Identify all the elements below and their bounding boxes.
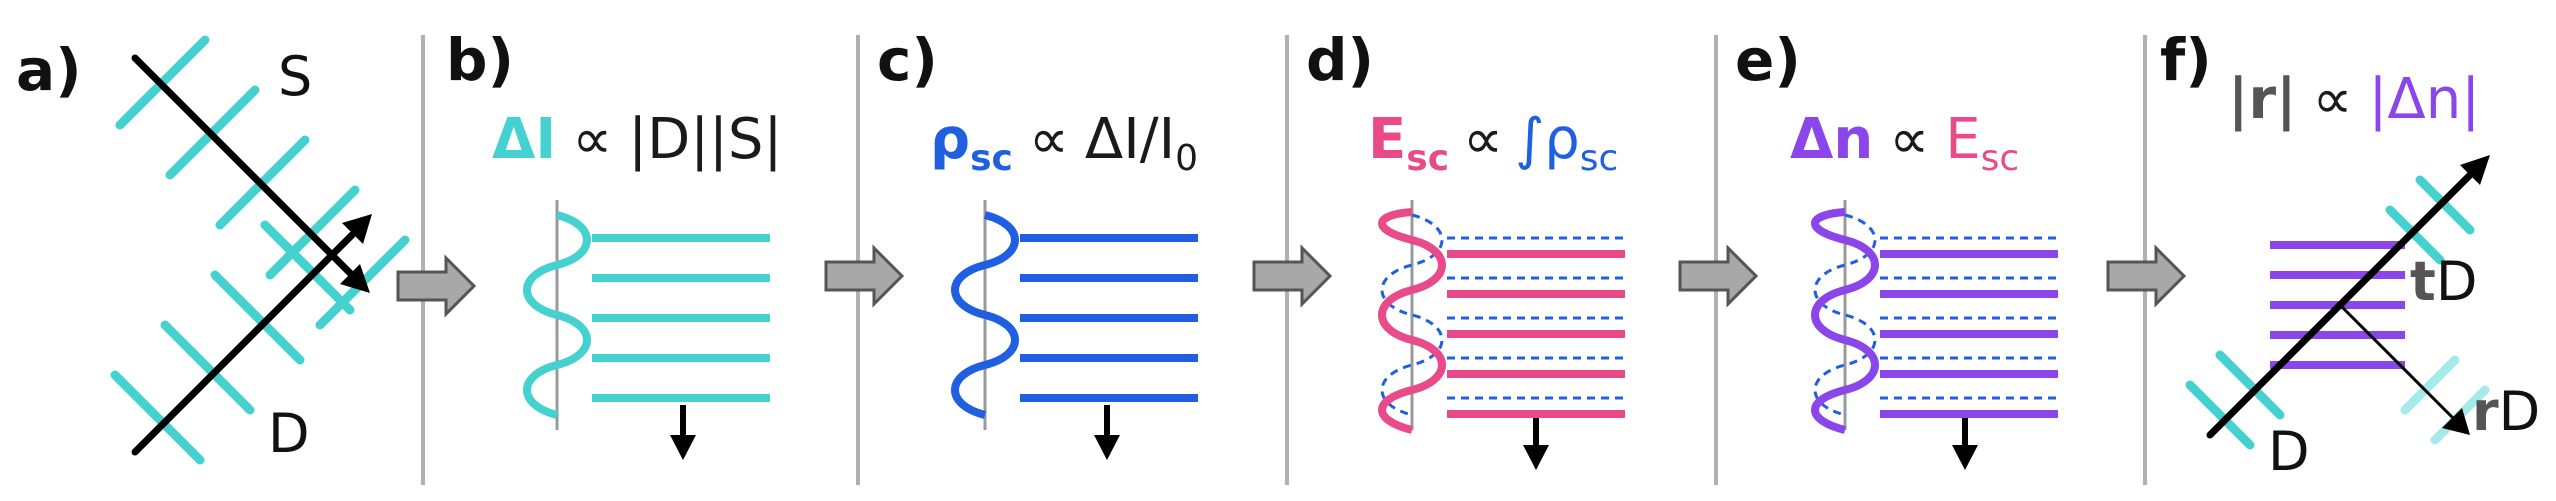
drift-arrowhead-icon <box>1952 445 1978 470</box>
beam-td-label: tD <box>2410 250 2477 313</box>
panel-d: d) Esc∝∫ρsc <box>1306 26 1625 470</box>
drift-arrowhead-icon <box>1094 435 1120 460</box>
flow-arrow-ab <box>396 254 477 318</box>
charge-fringes-dashed <box>1447 236 1625 400</box>
panel-e-equation: Δn∝Esc <box>1790 107 2019 179</box>
panel-f-equation: |r|∝|Δn| <box>2228 67 2480 132</box>
beam-d-label: D <box>2268 420 2310 483</box>
panel-c-label: c) <box>877 26 938 94</box>
charge-fringes <box>1020 234 1198 402</box>
flow-arrows <box>396 244 2187 318</box>
flow-arrow-cd <box>1252 244 1333 308</box>
panel-c: c) ρsc∝ΔI/I0 <box>877 26 1198 460</box>
beam-d-arrowhead-icon <box>342 214 372 244</box>
panel-f: f) |r|∝|Δn| <box>2160 26 2540 483</box>
field-sinusoid <box>1378 208 1446 434</box>
panel-b-label: b) <box>446 26 514 94</box>
intensity-sinusoid <box>523 211 591 419</box>
panel-b-equation: ΔI∝|D||S| <box>492 107 782 172</box>
panel-b: b) ΔI∝|D||S| <box>446 26 782 460</box>
flow-arrow-de <box>1678 244 1759 308</box>
panel-f-label: f) <box>2160 26 2212 94</box>
beam-s-label: S <box>278 45 312 108</box>
beam-td-wavefronts <box>2385 175 2475 265</box>
field-fringes <box>1447 250 1625 418</box>
panel-dividers <box>421 35 2147 485</box>
intensity-fringes <box>592 234 770 402</box>
drift-arrowhead-icon <box>1523 445 1549 470</box>
beam-td-arrowhead-icon <box>2460 155 2490 185</box>
panel-d-label: d) <box>1306 26 1374 94</box>
beam-d-wavefronts <box>110 220 355 465</box>
index-sinusoid <box>1811 208 1879 434</box>
charge-fringes-dashed <box>1880 236 2058 400</box>
beam-d-line <box>2206 163 2482 439</box>
panel-e: e) Δn∝Esc <box>1735 26 2058 470</box>
beam-rd-line <box>2338 303 2460 425</box>
index-fringes <box>1880 250 2058 418</box>
flow-arrow-ef <box>2106 244 2187 308</box>
drift-arrowhead-icon <box>670 435 696 460</box>
flow-arrow-bc <box>824 244 905 308</box>
beam-d-wavefronts <box>2185 350 2285 450</box>
panel-d-equation: Esc∝∫ρsc <box>1368 107 1618 179</box>
beam-rd-label: rD <box>2472 380 2540 443</box>
charge-sinusoid <box>951 211 1019 419</box>
beam-s-arrowhead-icon <box>340 264 370 293</box>
beam-lines <box>131 54 366 456</box>
panel-a-label: a) <box>16 36 82 104</box>
panel-a: a) S D <box>16 35 410 465</box>
beam-rd-arrowhead-icon <box>2442 408 2470 435</box>
panel-e-label: e) <box>1735 26 1801 94</box>
panel-c-equation: ρsc∝ΔI/I0 <box>930 107 1198 179</box>
beam-d-label: D <box>268 402 310 465</box>
